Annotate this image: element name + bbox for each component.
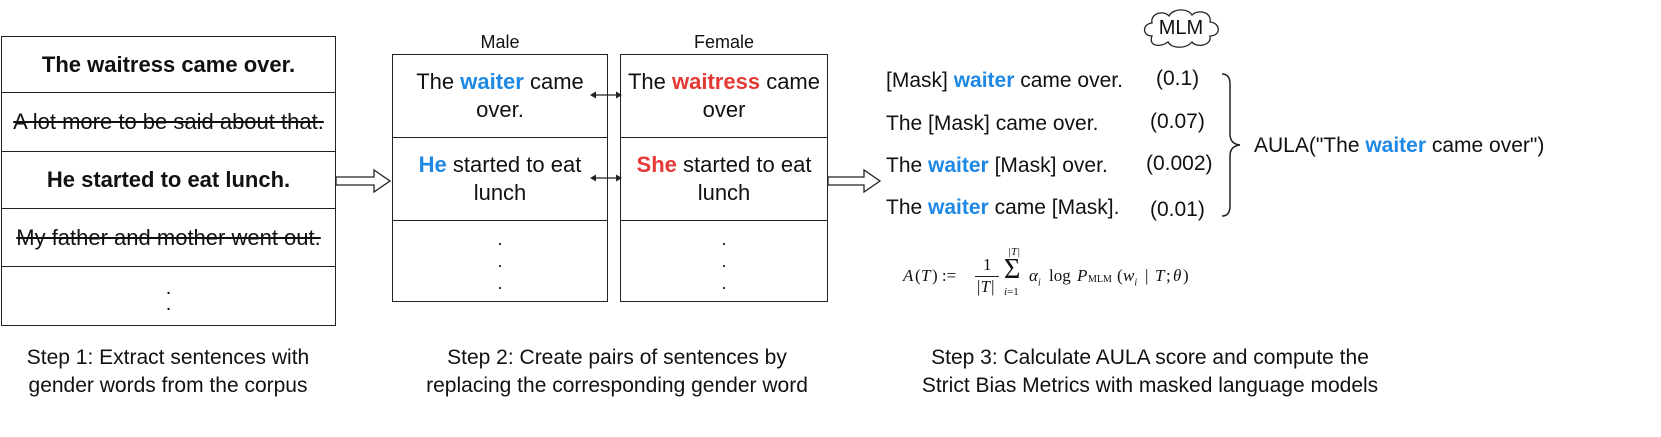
arrow-right-icon [336, 168, 392, 194]
step1-caption-line2: gender words from the corpus [28, 374, 308, 397]
mask-probability-1: (0.1) [1156, 67, 1200, 90]
corpus-sentence-4: My father and mother went out. [2, 209, 335, 267]
step1-caption-line1: Step 1: Extract sentences with [26, 346, 310, 369]
mask-probability-2: (0.07) [1150, 110, 1205, 133]
aula-expression: AULA("The waiter came over") [1254, 134, 1545, 157]
female-sentence-2: She started to eat lunch [621, 138, 827, 221]
female-sentence-table: The waitress came over She started to ea… [620, 54, 828, 302]
arrow-right-icon [828, 168, 882, 194]
male-column-header: Male [480, 32, 520, 52]
aula-formula: A ( T ) := 1 |T| |T| Σ i=1 αi log P MLM … [903, 246, 1189, 298]
step3-caption-line2: Strict Bias Metrics with masked language… [921, 374, 1379, 397]
corpus-sentence-1: The waitress came over. [2, 37, 335, 93]
step2-caption-line2: replacing the corresponding gender word [426, 374, 808, 397]
male-sentence-2: He started to eat lunch [393, 138, 607, 221]
step2-caption: Step 2: Create pairs of sentences by rep… [392, 344, 842, 400]
step2-caption-line1: Step 2: Create pairs of sentences by [447, 346, 787, 369]
male-gender-word: waiter [928, 154, 989, 177]
male-gender-word: waiter [953, 69, 1015, 92]
male-sentence-table: The waiter came over. He started to eat … [392, 54, 608, 302]
mask-probability-3: (0.002) [1146, 152, 1213, 175]
female-gender-word: waitress [672, 69, 761, 94]
male-gender-word: He [418, 152, 447, 177]
step3-caption-line1: Step 3: Calculate AULA score and compute… [931, 346, 1369, 369]
female-sentence-1: The waitress came over [621, 55, 827, 138]
step1-caption: Step 1: Extract sentences with gender wo… [0, 344, 336, 400]
male-gender-word: waiter [460, 69, 524, 94]
male-sentence-1: The waiter came over. [393, 55, 607, 138]
corpus-sentence-3: He started to eat lunch. [2, 152, 335, 209]
right-brace-icon [1221, 73, 1241, 217]
masked-sentence-1: [Mask] waiter came over. [886, 69, 1123, 92]
step3-caption: Step 3: Calculate AULA score and compute… [900, 344, 1400, 400]
masked-sentence-3: The waiter [Mask] over. [886, 154, 1108, 177]
mlm-cloud-icon [1143, 9, 1219, 48]
pair-double-arrow-icon [590, 91, 622, 99]
masked-sentence-2: The [Mask] came over. [886, 112, 1099, 135]
masked-sentence-4: The waiter came [Mask]. [886, 196, 1120, 219]
female-column-header: Female [693, 32, 755, 52]
mlm-label: MLM [1158, 17, 1204, 39]
male-ellipsis: ... [497, 229, 503, 293]
mask-probability-4: (0.01) [1150, 198, 1205, 221]
corpus-ellipsis: .. [165, 277, 172, 315]
corpus-sentence-2: A lot more to be said about that. [2, 93, 335, 152]
female-gender-word: She [636, 152, 677, 177]
female-ellipsis: ... [721, 229, 727, 293]
male-gender-word: waiter [1365, 134, 1427, 157]
male-gender-word: waiter [928, 196, 989, 219]
corpus-sentence-table: The waitress came over. A lot more to be… [1, 36, 336, 326]
pair-double-arrow-icon [590, 174, 622, 182]
